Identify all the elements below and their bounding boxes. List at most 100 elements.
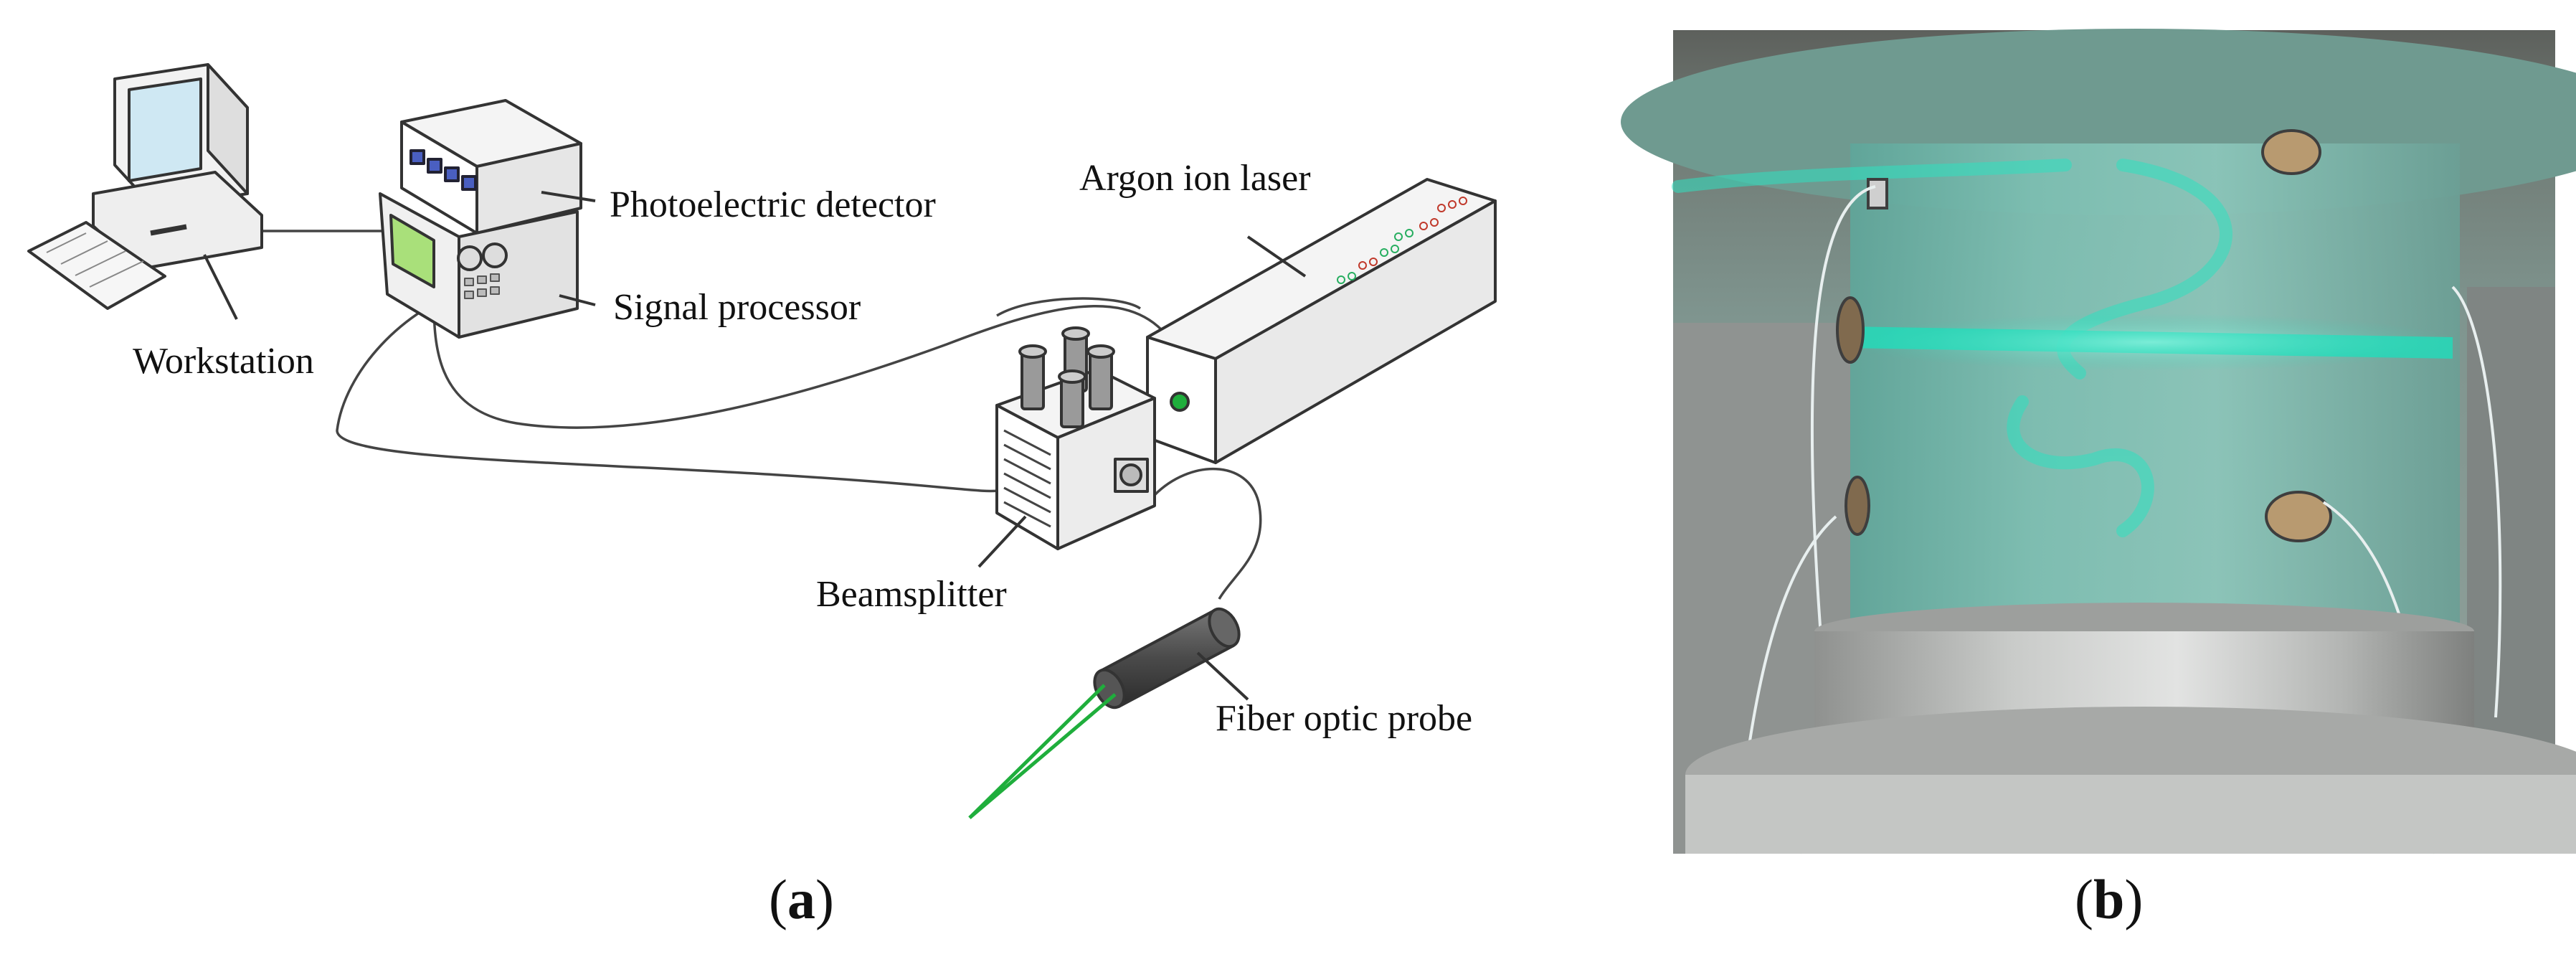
glass-cylinder [1850, 143, 2460, 646]
laser-indicator-leds [1337, 197, 1467, 284]
knob-cap [1061, 326, 1090, 341]
cable-beamsplitter-to-probe [1153, 467, 1262, 600]
monitor-screen [128, 77, 202, 182]
vortex-filament [1672, 159, 2072, 193]
vent-line [1003, 486, 1051, 514]
caption-b: (b) [2075, 868, 2143, 930]
cable-processor-to-beamsplitter-lower [336, 286, 1026, 493]
drive-slot [150, 224, 187, 236]
beamsplitter-illustration [977, 326, 1156, 568]
sensor-port [1845, 476, 1870, 536]
processor-keypad [464, 273, 500, 299]
led-green [1391, 245, 1399, 253]
keypad-key [464, 291, 474, 299]
laser-beam [968, 684, 1106, 819]
led-green [1337, 275, 1345, 284]
led-red [1448, 200, 1457, 209]
label-argon-ion-laser: Argon ion laser [1079, 158, 1311, 199]
keyboard-keys [46, 232, 144, 288]
detector-buttons [409, 149, 477, 191]
label-photoelectric-detector: Photoelectric detector [610, 184, 936, 225]
sensor-port [2261, 129, 2321, 175]
led-red [1459, 197, 1467, 205]
vortex-filament [2007, 395, 2154, 537]
sensor-wire [2451, 286, 2502, 718]
beamsplitter-side [1056, 397, 1156, 550]
keypad-key [477, 288, 487, 297]
laser-side [1214, 199, 1497, 464]
knob-cap [1086, 344, 1115, 359]
led-green [1380, 248, 1388, 257]
fiber-probe-illustration [968, 607, 1249, 819]
laser-aperture [1170, 392, 1190, 412]
led-green [1405, 229, 1414, 237]
laser-beam [968, 693, 1117, 819]
laser-leader-line [1246, 235, 1307, 278]
label-workstation: Workstation [133, 341, 314, 382]
detector-side [475, 142, 582, 235]
vent-line [1003, 501, 1051, 528]
label-signal-processor: Signal processor [613, 287, 861, 328]
adjustment-knob [1021, 350, 1045, 410]
keypad-key [490, 273, 500, 282]
monitor-side [207, 63, 249, 195]
key-row [89, 260, 144, 288]
knob-cap [1058, 369, 1086, 384]
caption-a: (a) [769, 868, 834, 930]
led-red [1419, 222, 1428, 230]
keypad-key [464, 278, 474, 286]
workstation-illustration [27, 63, 263, 320]
sensor-port [1836, 296, 1865, 364]
caption-a-close: ) [815, 868, 834, 930]
label-fiber-optic-probe: Fiber optic probe [1216, 698, 1472, 739]
probe-leader-line [1196, 651, 1249, 701]
vent-line [1003, 443, 1051, 471]
processor-screen [389, 214, 435, 288]
workstation-leader-line [203, 254, 238, 320]
beamsplitter-knobs [1018, 326, 1115, 428]
beamsplitter-port-lens [1119, 463, 1142, 486]
probe-back-cap [1208, 607, 1241, 649]
key-row [60, 240, 108, 265]
processor-knob [482, 242, 508, 268]
vent-line [1003, 458, 1051, 485]
led-red [1369, 258, 1378, 266]
key-row [75, 250, 126, 276]
vent-line [1003, 472, 1051, 499]
detector-button [427, 158, 442, 174]
led-red [1430, 218, 1439, 227]
sensor-ports [1836, 129, 2332, 542]
keypad-key [477, 275, 487, 284]
led-red [1437, 204, 1446, 212]
detector-button [409, 149, 425, 165]
processor-side [458, 210, 579, 339]
cable-processor-to-beamsplitter-upper [432, 286, 1163, 429]
argon-laser-illustration [1146, 178, 1497, 464]
beamsplitter-leader-line [977, 515, 1027, 568]
vent-line [1003, 429, 1051, 456]
adjustment-knob [1089, 350, 1113, 410]
detector-leader-line [541, 191, 596, 202]
beam-glow [1843, 314, 2460, 371]
sensor-fitting [1867, 178, 1888, 209]
caption-a-open: ( [769, 868, 787, 930]
processor-knob [457, 245, 483, 271]
panel-a-schematic [27, 63, 1497, 819]
led-green [1394, 232, 1403, 241]
led-red [1358, 261, 1367, 270]
laser-beams [968, 684, 1117, 819]
keypad-key [490, 286, 500, 295]
caption-a-letter: a [787, 868, 815, 930]
probe-end-cap [1093, 668, 1126, 710]
caption-b-close: ) [2124, 868, 2143, 930]
detector-processor-illustration [379, 99, 596, 339]
sensor-port [2265, 491, 2332, 542]
caption-b-open: ( [2075, 868, 2093, 930]
detector-button [461, 175, 477, 191]
panel-b-photograph [1621, 29, 2576, 854]
connection-cables [247, 230, 1262, 600]
processor-leader-line [559, 294, 596, 306]
caption-b-letter: b [2093, 868, 2124, 930]
